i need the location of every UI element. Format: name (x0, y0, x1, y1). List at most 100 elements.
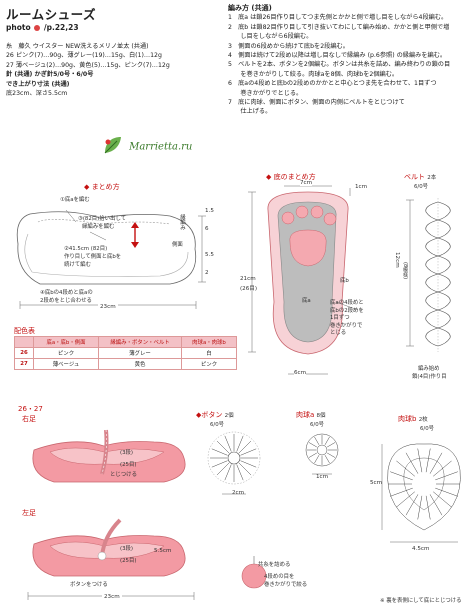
soko-label-a: 底a (302, 298, 311, 304)
section-button: ◆ボタン 2個 (196, 411, 234, 419)
color-table-header: 縁編み・ボタン・ベルト (98, 336, 182, 348)
materials-block: 糸 藤久 ウイスター NEW洗えるメリノ並太 (共通) 26 ピンク(7)…90… (6, 42, 170, 98)
shoe-width-label: 23cm (102, 594, 122, 600)
button-cinch-note-2: 巻きかがりで絞る (264, 582, 308, 588)
button-needle: 6/0号 (210, 422, 225, 428)
knitting-step: 巻きかがりでとじる。 (228, 89, 303, 97)
nikukyu-b-count: 2枚 (418, 417, 428, 423)
color-table-header-row: 底a・底b・側面 縁編み・ボタン・ベルト 肉球a・肉球b (14, 336, 237, 348)
stitch-mark (308, 452, 317, 458)
matome-label-step3b: 縁編みを編む (82, 224, 115, 230)
stitch-mark (433, 491, 452, 508)
table-row: 27 薄ベージュ 黄色 ピンク (14, 358, 237, 370)
button-fill-note: 共糸を詰める (258, 562, 291, 568)
stitch-mark (390, 487, 413, 497)
left-foot-label: 左足 (22, 509, 36, 517)
button-count: 2個 (224, 413, 234, 419)
nikukyu-a-dim: 1cm (316, 474, 329, 480)
section-nikukyu-a-title: 肉球a (296, 411, 315, 419)
matome-label-step2b: 作り目して側面と底bを (64, 254, 122, 260)
knitting-step: 6 底aの4段めと底bの2段めのかかとと中心とつま先を合わせて、1目ずつ (228, 80, 437, 88)
right-shoe-attach: とじつける (110, 472, 137, 478)
button-cinch-note-1: 4段めの目を (264, 574, 295, 580)
knitting-heading: 編み方 (共通) (228, 4, 272, 12)
knitting-step: 3 側面の6段めから続けて底bを2段編む。 (228, 42, 349, 50)
nikukyu-b-note: ※ 裏を表側にして底にとじつける (380, 598, 462, 604)
table-cell: 薄ベージュ (33, 358, 99, 370)
variants-label: 26・27 (18, 405, 43, 413)
section-soko: ◆ 底のまとめ方 (266, 173, 316, 181)
table-cell: 26 (14, 347, 34, 359)
soko-dim-length-stitches: (26目) (240, 286, 258, 292)
section-matome: ◆ まとめ方 (84, 183, 120, 191)
color-table-header: 底a・底b・側面 (33, 336, 99, 348)
soko-dim-bottom: 6cm (294, 370, 307, 376)
matome-label-step3a: ③(82目)拾い出して (78, 216, 127, 222)
stitch-mark (236, 464, 244, 481)
matome-label-step4b: 2段めをとじ合わせる (40, 298, 92, 304)
photo-pages: /p.22,23 (43, 23, 79, 32)
page-title: ルームシューズ (6, 7, 97, 22)
stitch-mark (314, 436, 320, 445)
belt-needle: 6/0号 (414, 184, 429, 190)
table-cell: ピンク (181, 358, 237, 370)
stitch-mark (429, 494, 443, 516)
nikukyu-b-dim-height: 5cm (370, 480, 383, 486)
matome-label-step2a: ②41.5cm (82目) (64, 246, 108, 252)
color-table-wrapper: 底a・底b・側面 縁編み・ボタン・ベルト 肉球a・肉球b 26 ピンク 薄グレー… (14, 336, 237, 370)
belt-dim-length: 12cm (394, 252, 400, 268)
stitch-mark (435, 487, 458, 497)
matome-dim-2: 6 (205, 226, 209, 232)
matome-dim-1: 1.5 (205, 208, 214, 214)
table-cell: 黄色 (98, 358, 182, 370)
photo-reference: photo /p.22,23 (6, 23, 79, 32)
button-chart (207, 431, 261, 495)
matome-label-edge: 縁編み (179, 214, 185, 231)
belt-start-chain: 鎖(4目)作り目 (412, 374, 447, 380)
color-table: 底a・底b・側面 縁編み・ボタン・ベルト 肉球a・肉球b 26 ピンク 薄グレー… (14, 336, 237, 370)
knitting-step: 7 底に肉球、側面にボタン、側面の内側にベルトをとじつけて (228, 99, 405, 107)
materials-line: 27 薄ベージュ(2)…90g、黄色(5)…15g、ピンク(7)…12g (6, 61, 170, 69)
section-nikukyu-a: 肉球a 8個 (296, 410, 326, 420)
soko-dim-length: 21cm (240, 276, 256, 282)
knitting-step: し目をしながら6段編む。 (228, 33, 313, 41)
watermark: Marrietta.ru (102, 134, 192, 156)
stitch-mark (433, 460, 452, 477)
stitch-mark (405, 494, 419, 516)
soko-dim-1cm: 1cm (355, 184, 368, 190)
knitting-step: 4 側面は続けて2段め以降は増し目なしで縁編み (p.6参照) の縁編みを編む。 (228, 52, 447, 60)
stitch-mark (327, 452, 336, 458)
matome-label-side: 側面 (172, 242, 183, 248)
matome-label-step4a: ④底bの4段めと底aの (40, 290, 93, 296)
stitch-mark (425, 448, 431, 473)
left-shoe-rows: (3段) (120, 546, 134, 552)
nikukyu-b-chart (381, 443, 461, 543)
stitch-mark (238, 440, 252, 454)
photo-heart-icon (34, 25, 41, 31)
stitch-mark (405, 452, 419, 474)
belt-start-label: 編み始め (418, 366, 440, 372)
stitch-mark (425, 495, 431, 520)
soko-dim-top: 7cm (300, 180, 313, 186)
photo-label: photo (6, 23, 31, 32)
stitch-mark (417, 448, 423, 473)
watermark-leaf-icon (104, 137, 121, 154)
belt-chart (406, 198, 451, 352)
matome-label-step2c: 続けて編む (64, 262, 91, 268)
color-table-title: 配色表 (14, 327, 35, 335)
section-button-title: ボタン (201, 411, 223, 419)
stitch-mark (224, 464, 232, 481)
materials-line: 糸 藤久 ウイスター NEW洗えるメリノ並太 (共通) (6, 43, 149, 50)
table-row: 26 ピンク 薄グレー 白 (14, 347, 237, 359)
stitch-mark (216, 440, 230, 454)
soko-note-line: 底bの2段めを (330, 307, 364, 314)
nikukyu-a-count: 8個 (316, 413, 326, 419)
color-table-header (14, 336, 34, 348)
soko-label-b: 底b (340, 278, 349, 284)
stitch-mark (417, 495, 423, 520)
stitch-mark (396, 460, 415, 477)
stitch-mark (308, 442, 317, 448)
stitch-mark (224, 435, 232, 452)
right-shoe-rows: (3段) (120, 450, 134, 456)
left-shoe-illustration (32, 518, 186, 577)
